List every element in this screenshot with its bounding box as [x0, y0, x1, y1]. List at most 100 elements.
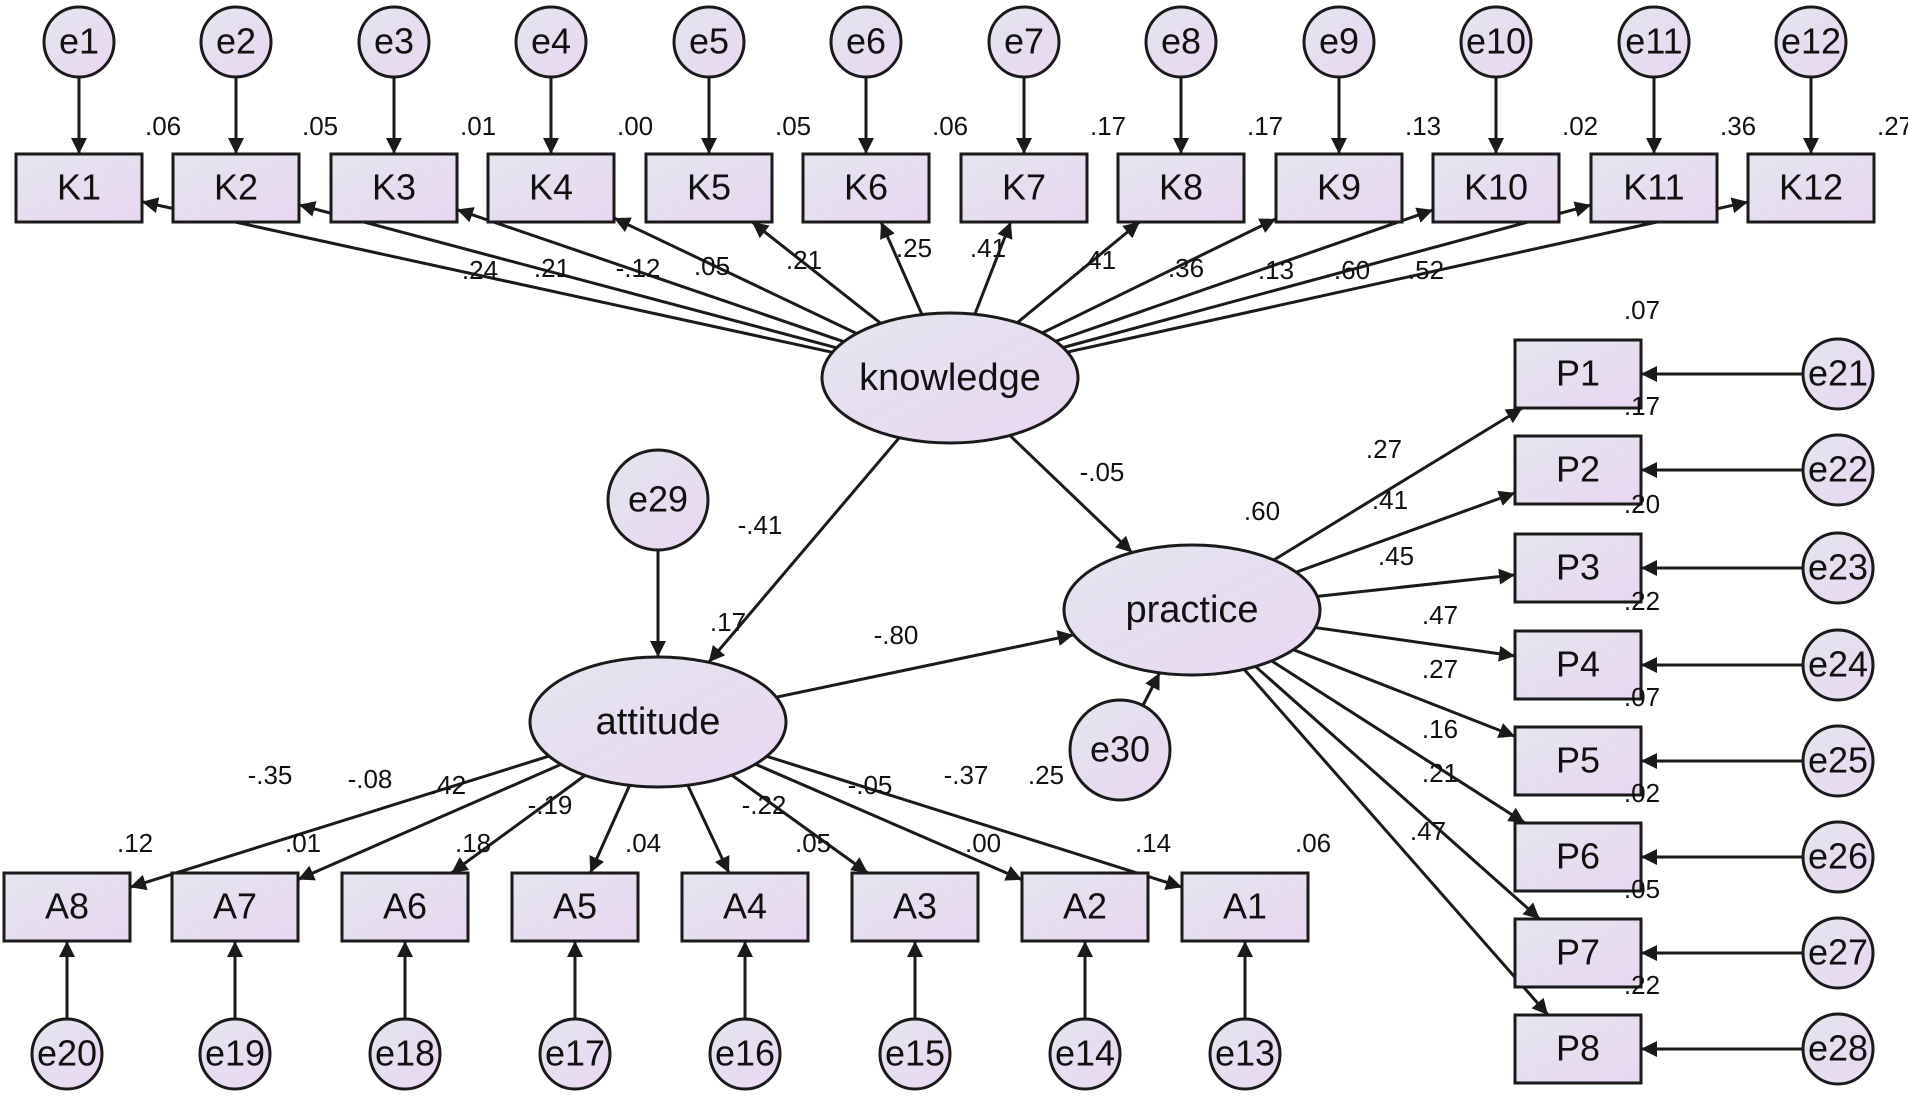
loading-P3: .45 [1378, 541, 1414, 571]
indicator-K3 [329, 152, 459, 224]
indicator-K9-label: K9 [1317, 167, 1361, 208]
error-e15 [878, 1017, 952, 1091]
loading-K7: .41 [970, 233, 1006, 263]
error-e15-label: e15 [885, 1033, 945, 1074]
indicator-P2-label: P2 [1556, 449, 1600, 490]
indicator-P2 [1513, 434, 1643, 506]
indicator-P1-label: P1 [1556, 353, 1600, 394]
r2-K3: .01 [460, 111, 496, 141]
indicator-P4 [1513, 629, 1643, 701]
error-e3-label: e3 [374, 21, 414, 62]
latent-practice-label: practice [1125, 589, 1258, 631]
error-e24 [1801, 628, 1875, 702]
indicator-K10 [1431, 152, 1561, 224]
loading-P6: .16 [1422, 714, 1458, 744]
r2-P5: .07 [1624, 682, 1660, 712]
error-e19 [198, 1017, 272, 1091]
r2-A3: .00 [965, 828, 1001, 858]
loading-arrow-A1 [766, 754, 1183, 890]
r2-P4: .22 [1624, 586, 1660, 616]
indicator-K2-label: K2 [214, 167, 258, 208]
loading-K10: .13 [1258, 255, 1294, 285]
loading-arrow-K4 [613, 216, 858, 335]
error-e8 [1144, 5, 1218, 79]
r2-A8: .12 [117, 828, 153, 858]
error-e18-label: e18 [375, 1033, 435, 1074]
error-e21-label: e21 [1808, 353, 1868, 394]
loading-arrow-K5 [751, 220, 882, 325]
loading-A1: .25 [1028, 760, 1064, 790]
indicator-K4-label: K4 [529, 167, 573, 208]
loading-K1: .24 [462, 255, 498, 285]
diagram-nodes: K1e1K2e2K3e3K4e4K5e5K6e6K7e7K8e8K9e9K10e… [2, 5, 1876, 1091]
loading-K3: -.12 [616, 253, 661, 283]
error-e13 [1208, 1017, 1282, 1091]
error-e5 [672, 5, 746, 79]
indicator-A5-label: A5 [553, 886, 597, 927]
error-e14 [1048, 1017, 1122, 1091]
indicator-P6 [1513, 821, 1643, 893]
loading-K2: .21 [534, 253, 570, 283]
error-e11-label: e11 [1625, 21, 1682, 62]
loading-K8: .41 [1080, 245, 1116, 275]
error-e6 [829, 5, 903, 79]
loading-arrow-K10 [1055, 207, 1434, 343]
indicator-P7-label: P7 [1556, 932, 1600, 973]
coef-attitude-practice: -.80 [874, 620, 919, 650]
r2-K12: .27 [1877, 111, 1908, 141]
error-arrow-e30 [1141, 672, 1161, 707]
path-arrows [59, 77, 1819, 1057]
indicator-A6-label: A6 [383, 886, 427, 927]
r2-K6: .06 [932, 111, 968, 141]
error-e26-label: e26 [1808, 836, 1868, 877]
loading-K9: .36 [1168, 253, 1204, 283]
error-e9 [1302, 5, 1376, 79]
error-e12 [1774, 5, 1848, 79]
indicator-P3 [1513, 532, 1643, 604]
loading-K4: .05 [694, 251, 730, 281]
error-e28 [1801, 1012, 1875, 1086]
error-e16-label: e16 [715, 1033, 775, 1074]
loading-arrow-K2 [298, 201, 838, 350]
indicator-K1-label: K1 [57, 167, 101, 208]
error-e4 [514, 5, 588, 79]
indicator-A8 [2, 871, 132, 943]
loading-K6: .25 [896, 233, 932, 263]
indicator-P5-label: P5 [1556, 740, 1600, 781]
loading-A4: -.22 [742, 790, 787, 820]
r2-K2: .05 [302, 111, 338, 141]
loading-arrow-K1 [141, 197, 833, 354]
indicator-A2 [1020, 871, 1150, 943]
error-e27-label: e27 [1808, 932, 1868, 973]
indicator-A3-label: A3 [893, 886, 937, 927]
indicator-A2-label: A2 [1063, 886, 1107, 927]
loading-P5: .27 [1422, 654, 1458, 684]
loading-arrow-P7 [1254, 665, 1541, 921]
loading-A7: -.08 [348, 764, 393, 794]
error-e3 [357, 5, 431, 79]
loading-arrow-K9 [1041, 217, 1277, 335]
error-e30 [1068, 698, 1172, 802]
indicator-K6 [801, 152, 931, 224]
loading-A3: -.05 [848, 770, 893, 800]
loading-arrow-K8 [1016, 220, 1141, 324]
indicator-A3 [850, 871, 980, 943]
indicator-K6-label: K6 [844, 167, 888, 208]
indicator-A8-label: A8 [45, 886, 89, 927]
error-e22-label: e22 [1808, 449, 1868, 490]
latent-knowledge [820, 311, 1080, 445]
loading-arrow-A3 [730, 773, 869, 875]
indicator-P6-label: P6 [1556, 836, 1600, 877]
r2-K10: .02 [1562, 111, 1598, 141]
error-e22 [1801, 433, 1875, 507]
error-e6-label: e6 [846, 21, 886, 62]
indicator-P1 [1513, 338, 1643, 410]
error-e16 [708, 1017, 782, 1091]
indicator-P5 [1513, 725, 1643, 797]
r2-A5: .04 [625, 828, 661, 858]
error-e13-label: e13 [1215, 1033, 1275, 1074]
indicator-K7-label: K7 [1002, 167, 1046, 208]
loading-A2: -.37 [944, 760, 989, 790]
error-e4-label: e4 [531, 21, 571, 62]
